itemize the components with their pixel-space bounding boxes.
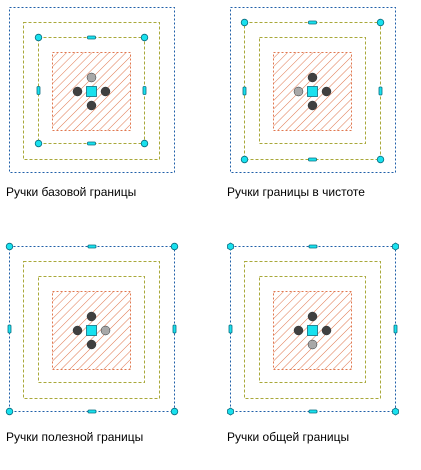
edge-grip-icon xyxy=(87,244,97,249)
panel-usable-boundary-grips: Ручки полезной границы xyxy=(0,235,200,460)
light-grip-icon xyxy=(100,325,111,336)
edge-grip-icon xyxy=(242,86,247,96)
base-boundary-line xyxy=(38,276,145,383)
edge-grip-icon xyxy=(308,409,318,414)
dark-grip-icon xyxy=(321,86,332,97)
corner-grip-icon xyxy=(140,33,149,42)
edge-grip-icon xyxy=(142,86,147,95)
corner-grip-icon xyxy=(240,155,249,164)
dark-grip-icon xyxy=(321,325,332,336)
panel-clear-boundary-grips: Ручки границы в чистоте xyxy=(221,0,421,225)
corner-grip-icon xyxy=(5,242,14,251)
corner-grip-icon xyxy=(392,407,399,416)
corner-grip-icon xyxy=(227,407,234,416)
caption-usable-boundary: Ручки полезной границы xyxy=(6,430,144,444)
corner-grip-icon xyxy=(170,407,179,416)
edge-grip-icon xyxy=(87,409,97,414)
corner-grip-icon xyxy=(240,18,249,27)
dark-grip-icon xyxy=(72,325,83,336)
diagram-usable-boundary xyxy=(5,242,179,416)
corner-grip-icon xyxy=(170,242,179,251)
middle-boundary-line xyxy=(23,261,160,399)
outer-boundary-line xyxy=(230,7,396,173)
caption-clear-boundary: Ручки границы в чистоте xyxy=(227,185,365,199)
caption-base-boundary: Ручки базовой границы xyxy=(6,185,137,199)
edge-grip-icon xyxy=(308,20,317,25)
diagram-gross-boundary xyxy=(227,242,399,416)
dark-grip-icon xyxy=(86,100,97,111)
middle-boundary-line xyxy=(244,261,381,399)
dark-grip-icon xyxy=(307,311,318,322)
dark-grip-icon xyxy=(307,100,318,111)
edge-grip-icon xyxy=(87,35,96,40)
dark-grip-icon xyxy=(293,325,304,336)
corner-grip-icon xyxy=(376,155,385,164)
corner-grip-icon xyxy=(34,139,43,148)
dark-grip-icon xyxy=(86,339,97,350)
corner-grip-icon xyxy=(392,242,399,251)
center-grip-icon xyxy=(86,86,97,97)
base-boundary-line xyxy=(259,276,366,383)
center-grip-icon xyxy=(307,325,318,336)
diagram-base-boundary xyxy=(9,7,175,173)
outer-boundary-line xyxy=(9,7,175,173)
corner-grip-icon xyxy=(376,18,385,27)
dark-grip-icon xyxy=(100,86,111,97)
caption-gross-boundary: Ручки общей границы xyxy=(227,430,350,444)
edge-grip-icon xyxy=(393,324,398,334)
edge-grip-icon xyxy=(7,324,12,334)
corner-grip-icon xyxy=(140,139,149,148)
panel-base-boundary-grips: Ручки базовой границы xyxy=(0,0,200,225)
panel-gross-boundary-grips: Ручки общей границы xyxy=(221,235,421,460)
corner-grip-icon xyxy=(5,407,14,416)
edge-grip-icon xyxy=(308,157,317,162)
light-grip-icon xyxy=(293,86,304,97)
diagram-clear-boundary xyxy=(230,7,396,173)
corner-grip-icon xyxy=(227,242,234,251)
light-grip-icon xyxy=(86,72,97,83)
base-boundary-line xyxy=(259,37,366,144)
edge-grip-icon xyxy=(87,141,96,146)
edge-grip-icon xyxy=(378,86,383,96)
light-grip-icon xyxy=(307,339,318,350)
edge-grip-icon xyxy=(172,324,177,334)
edge-grip-icon xyxy=(308,244,318,249)
edge-grip-icon xyxy=(228,324,233,334)
center-grip-icon xyxy=(86,325,97,336)
dark-grip-icon xyxy=(86,311,97,322)
middle-boundary-line xyxy=(23,22,160,160)
center-grip-icon xyxy=(307,86,318,97)
corner-grip-icon xyxy=(34,33,43,42)
dark-grip-icon xyxy=(72,86,83,97)
dark-grip-icon xyxy=(307,72,318,83)
edge-grip-icon xyxy=(36,86,41,95)
